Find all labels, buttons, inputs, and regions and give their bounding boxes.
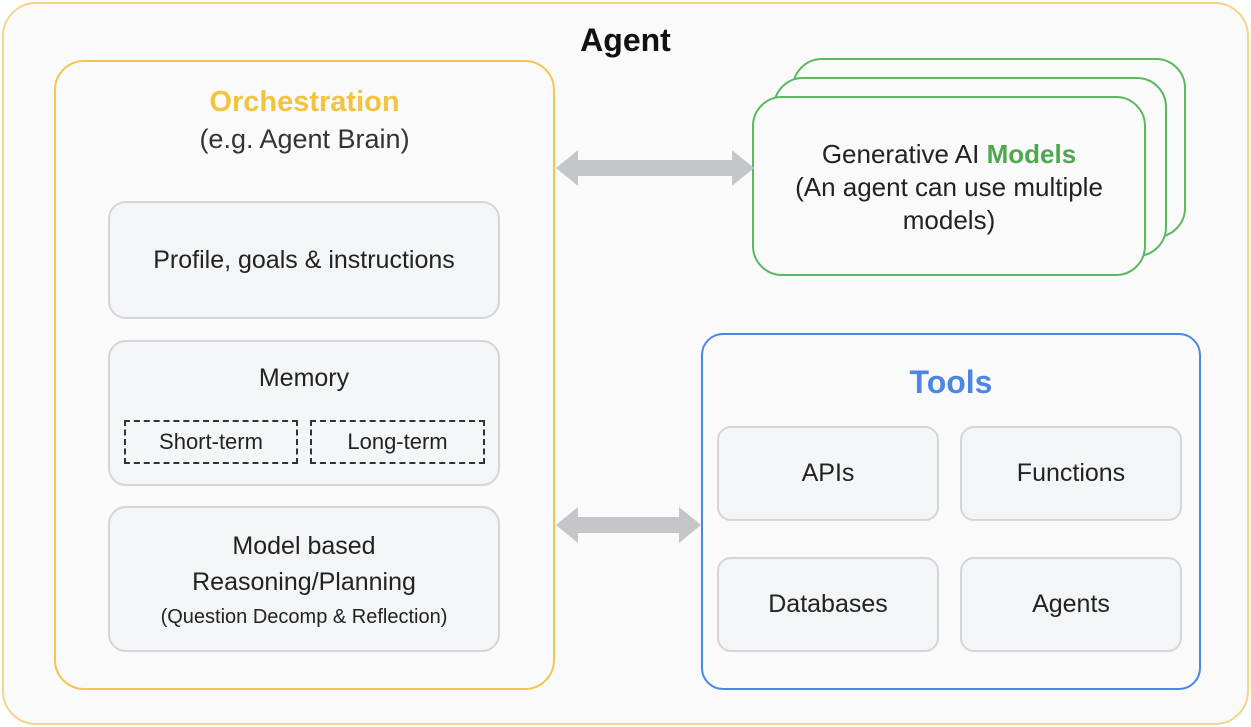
double-arrow-orchestration-tools [556, 507, 701, 543]
models-text: Generative AI Models (An agent can use m… [752, 138, 1146, 237]
reasoning-line1: Model based [232, 532, 376, 560]
agent-title: Agent [580, 22, 671, 58]
models-title-prefix: Generative AI [821, 139, 980, 169]
double-arrow-shape [556, 150, 754, 186]
reasoning-line2: Reasoning/Planning [192, 568, 416, 596]
reasoning-box [108, 506, 500, 652]
tool-agents: Agents [960, 557, 1182, 652]
models-title: Generative AI Models [752, 138, 1146, 171]
memory-title: Memory [258, 364, 350, 392]
reasoning-line3: (Question Decomp & Reflection) [160, 606, 448, 628]
tools-title: Tools [909, 364, 993, 400]
double-arrow-orchestration-models [556, 150, 754, 186]
short-term-memory: Short-term [124, 420, 298, 464]
double-arrow-shape [556, 507, 701, 543]
models-line3: models) [902, 205, 996, 235]
memory-box [108, 340, 500, 486]
tool-functions: Functions [960, 426, 1182, 521]
profile-label: Profile, goals & instructions [153, 246, 455, 274]
orchestration-title: Orchestration [209, 86, 400, 118]
tool-apis: APIs [717, 426, 939, 521]
models-title-accent: Models [986, 139, 1077, 169]
orchestration-subtitle: (e.g. Agent Brain) [199, 124, 410, 154]
tool-databases: Databases [717, 557, 939, 652]
models-line2: (An agent can use multiple [795, 172, 1103, 202]
long-term-memory: Long-term [310, 420, 485, 464]
model-card-front [752, 96, 1146, 276]
profile-box [108, 201, 500, 319]
